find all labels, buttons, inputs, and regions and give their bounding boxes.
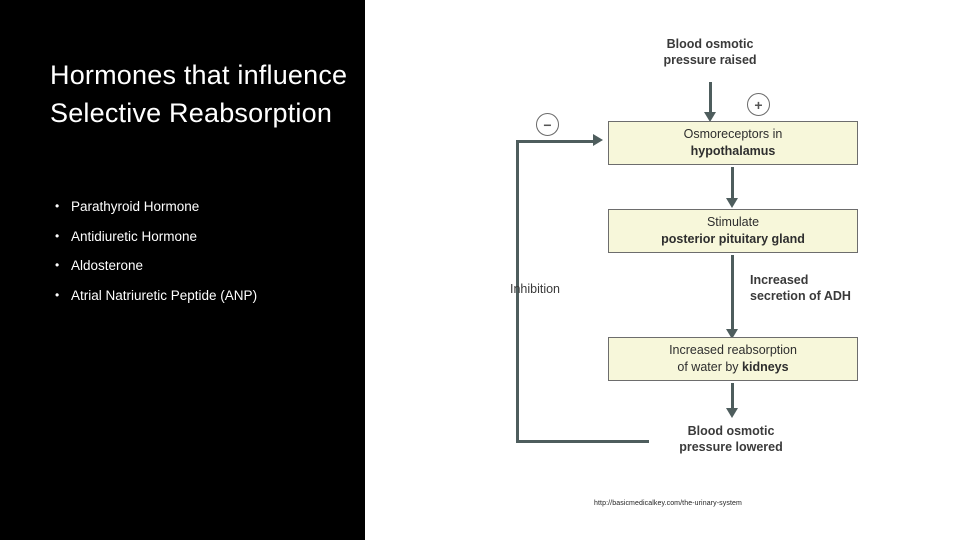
list-item: • Parathyroid Hormone xyxy=(52,192,357,222)
list-item-label: Parathyroid Hormone xyxy=(71,199,200,214)
box-posterior-pituitary-line2: posterior pituitary gland xyxy=(661,232,805,246)
arrow-top-to-box1-head xyxy=(704,112,716,122)
box-increased-reabsorption-line2-thin: of water by xyxy=(677,360,743,374)
plus-sign-label: + xyxy=(754,96,763,113)
feedback-loop-arrow-head xyxy=(593,134,603,146)
diagram-bottom-label-line2: pressure lowered xyxy=(679,440,783,454)
adh-feedback-diagram: Blood osmotic pressure raised + − Osmore… xyxy=(365,0,960,540)
feedback-loop-top-segment xyxy=(516,140,596,143)
box-increased-reabsorption-line2-bold: kidneys xyxy=(742,360,789,374)
page-title: Hormones that influence Selective Reabso… xyxy=(50,60,348,128)
list-item: • Atrial Natriuretic Peptide (ANP) xyxy=(52,281,357,311)
arrow-box1-to-box2-shaft xyxy=(731,167,734,200)
feedback-loop-bottom-segment xyxy=(516,440,649,443)
list-item-label: Atrial Natriuretic Peptide (ANP) xyxy=(71,287,258,303)
box-osmoreceptors: Osmoreceptors in hypothalamus xyxy=(608,121,858,165)
minus-sign-label: − xyxy=(543,116,552,133)
list-item-label: Aldosterone xyxy=(71,258,144,273)
list-item: • Aldosterone xyxy=(52,251,357,281)
bullet-icon: • xyxy=(55,258,60,272)
label-increased-adh: Increased secretion of ADH xyxy=(750,272,900,304)
diagram-bottom-label-line1: Blood osmotic xyxy=(687,424,775,438)
diagram-top-label-line2: pressure raised xyxy=(663,53,757,67)
hormone-list: • Parathyroid Hormone • Antidiuretic Hor… xyxy=(52,192,357,310)
box-increased-reabsorption-line1: Increased reabsorption xyxy=(669,343,797,357)
bullet-icon: • xyxy=(55,228,60,243)
plus-circle-icon: + xyxy=(747,93,770,116)
feedback-loop-vertical-segment xyxy=(516,140,519,443)
arrow-box3-to-bottom-shaft xyxy=(731,383,734,411)
box-osmoreceptors-line2: hypothalamus xyxy=(690,144,776,158)
label-increased-adh-line2: secretion of ADH xyxy=(750,289,851,303)
label-inhibition-text: Inhibition xyxy=(509,282,561,296)
diagram-bottom-label: Blood osmotic pressure lowered xyxy=(646,423,816,455)
box-posterior-pituitary: Stimulate posterior pituitary gland xyxy=(608,209,858,253)
bullet-icon: • xyxy=(55,199,60,213)
box-posterior-pituitary-line1: Stimulate xyxy=(706,215,760,229)
bullet-icon: • xyxy=(55,287,60,302)
arrow-box2-to-box3-shaft xyxy=(731,255,734,333)
list-item: • Antidiuretic Hormone xyxy=(52,222,357,252)
diagram-top-label-line1: Blood osmotic xyxy=(666,37,754,51)
arrow-box1-to-box2-head xyxy=(726,198,738,208)
source-url-text: http://basicmedicalkey.com/the-urinary-s… xyxy=(594,500,742,507)
box-increased-reabsorption: Increased reabsorption of water by kidne… xyxy=(608,337,858,381)
diagram-top-label: Blood osmotic pressure raised xyxy=(625,36,795,68)
arrow-box3-to-bottom-head xyxy=(726,408,738,418)
label-inhibition: Inhibition xyxy=(475,281,595,297)
arrow-top-to-box1-shaft xyxy=(709,82,712,114)
arrow-box2-to-box3-head xyxy=(726,329,738,339)
box-increased-reabsorption-line2: of water by kidneys xyxy=(677,359,788,376)
box-osmoreceptors-line1: Osmoreceptors in xyxy=(683,127,783,141)
title-panel: Hormones that influence Selective Reabso… xyxy=(0,0,365,540)
list-item-label: Antidiuretic Hormone xyxy=(71,228,198,244)
minus-circle-icon: − xyxy=(536,113,559,136)
label-increased-adh-line1: Increased xyxy=(750,273,809,287)
